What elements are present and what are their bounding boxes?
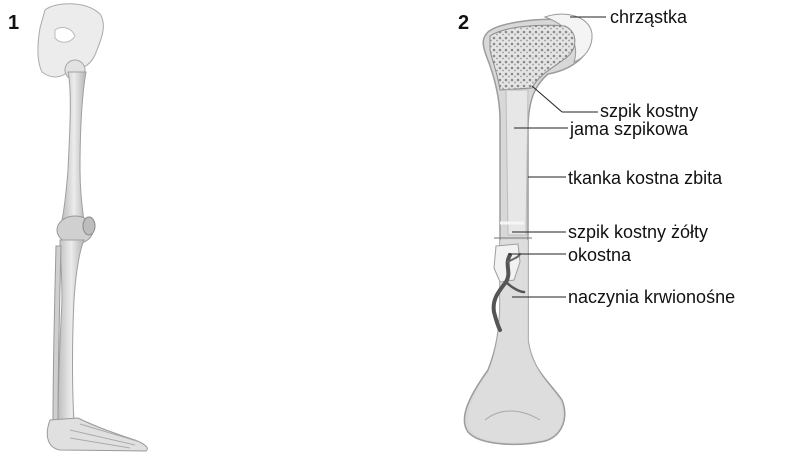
medullary-cavity: [506, 90, 528, 235]
label-tkanka-kostna-zbita: tkanka kostna zbita: [568, 169, 722, 187]
leg-skeleton: [38, 4, 147, 451]
label-chrzastka: chrząstka: [610, 8, 687, 26]
label-naczynia-krwionosne: naczynia krwionośne: [568, 288, 735, 306]
label-okostna: okostna: [568, 246, 631, 264]
spongy-bone: [490, 25, 575, 90]
label-szpik-kostny: szpik kostny: [600, 102, 698, 120]
foot: [47, 418, 147, 451]
tibia: [58, 240, 84, 420]
leader-szpik-kostny: [532, 86, 562, 112]
femur: [62, 72, 86, 222]
patella: [83, 217, 95, 235]
label-szpik-kostny-zolty: szpik kostny żółty: [568, 223, 708, 241]
label-jama-szpikowa: jama szpikowa: [570, 120, 688, 138]
